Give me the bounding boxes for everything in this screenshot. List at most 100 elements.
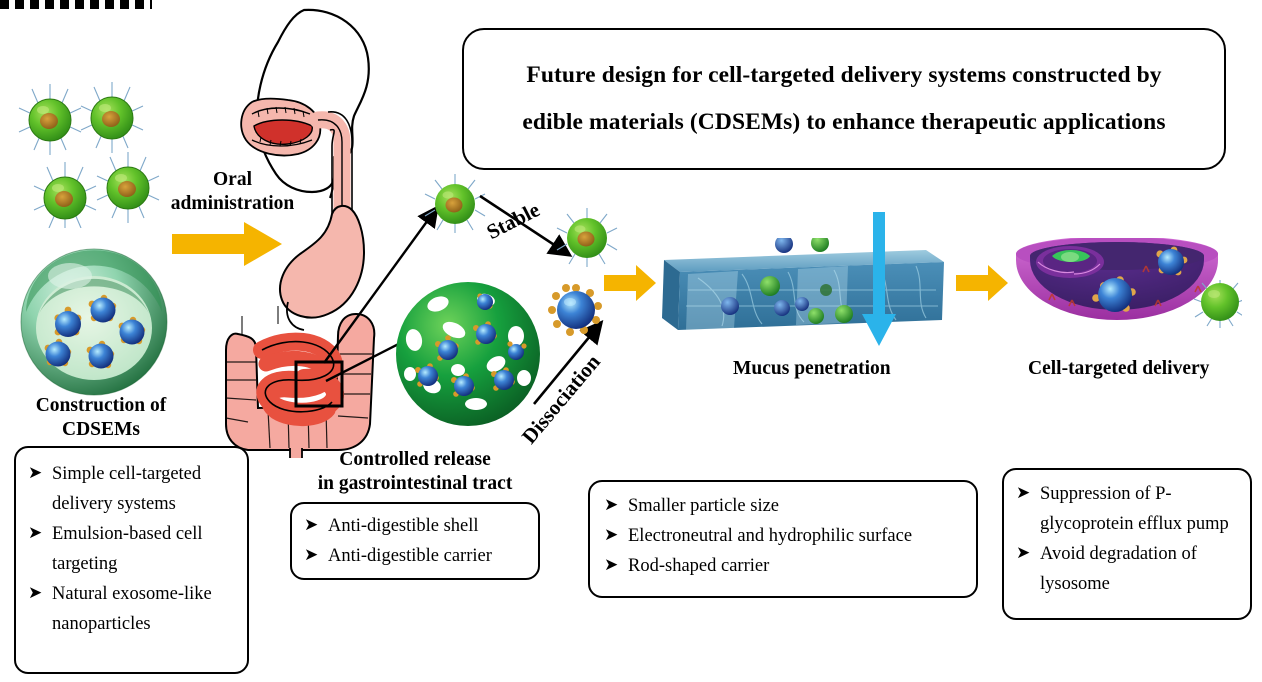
internalized-nanoparticle (1092, 276, 1136, 312)
triangle-bullet-icon: ➤ (304, 515, 319, 534)
list-item: ➤ Anti-digestible carrier (302, 542, 528, 572)
triangle-bullet-icon: ➤ (604, 524, 619, 544)
to-cell-arrow (956, 265, 1008, 301)
cell-targeted-delivery-label: Cell-targeted delivery (1028, 358, 1210, 379)
list-item-label: Smaller particle size (628, 496, 780, 516)
triangle-bullet-icon: ➤ (304, 544, 319, 564)
dissociating-carrier-sphere (396, 282, 540, 426)
oral-administration-line-1: Oral (213, 169, 252, 190)
nanoparticle (33, 162, 97, 228)
encapsulated-nanoparticle (435, 335, 459, 361)
stable-nanoparticle-lower (556, 208, 618, 267)
right-arrow-icon (956, 265, 1008, 301)
triangle-bullet-icon: ➤ (28, 582, 43, 602)
gastrointestinal-tract-illustration (225, 8, 376, 458)
triangle-bullet-icon: ➤ (1016, 542, 1031, 562)
list-item-label: Natural exosome-like nanoparticles (52, 583, 212, 634)
list-item: ➤ Natural exosome-like nanoparticles (26, 580, 237, 640)
controlled-release-line-2: in gastrointestinal tract (317, 472, 513, 494)
encapsulated-nanoparticle (473, 321, 497, 345)
list-item-label: Avoid degradation of lysosome (1040, 543, 1197, 594)
mucus-particle (721, 297, 739, 315)
list-item: ➤ Anti-digestible shell (302, 512, 528, 542)
controlled-release-line-1: Controlled release (339, 449, 491, 470)
oral-administration-line-2: administration (170, 192, 295, 214)
triangle-bullet-icon: ➤ (1016, 483, 1031, 502)
thin-arrow-icon (479, 194, 573, 257)
list-item-label: Emulsion-based cell targeting (52, 523, 203, 574)
list-item: ➤ Emulsion-based cell targeting (26, 520, 237, 580)
dissociation-arrow (532, 319, 604, 405)
oral-administration-label: Oral administration (150, 168, 315, 216)
cell-feature-box: ➤ Suppression of P-glycoprotein efflux p… (1002, 468, 1252, 620)
cell-nucleus (1036, 246, 1104, 278)
mucus-particle (775, 238, 793, 253)
list-item: ➤ Simple cell-targeted delivery systems (26, 460, 237, 520)
encapsulated-nanoparticle (88, 294, 117, 323)
encapsulated-nanoparticle (451, 373, 475, 397)
mucus-feature-list: ➤ Smaller particle size ➤ Electroneutral… (602, 492, 966, 582)
triangle-bullet-icon: ➤ (28, 522, 43, 542)
construction-feature-box: ➤ Simple cell-targeted delivery systems … (14, 446, 249, 674)
cdsem-sphere-illustration (20, 248, 168, 396)
mucus-particle (760, 276, 780, 296)
to-mucus-arrow (604, 265, 656, 301)
list-item-label: Rod-shaped carrier (628, 555, 770, 576)
controlled-release-feature-list: ➤ Anti-digestible shell ➤ Anti-digestibl… (302, 512, 528, 572)
list-item: ➤ Electroneutral and hydrophilic surface (602, 522, 966, 552)
mucus-feature-box: ➤ Smaller particle size ➤ Electroneutral… (588, 480, 978, 598)
down-arrow-icon (862, 212, 896, 346)
list-item: ➤ Rod-shaped carrier (602, 552, 966, 582)
nanoparticle (96, 152, 160, 223)
mucus-particle (835, 305, 853, 323)
encapsulated-nanoparticle (415, 363, 439, 387)
mucus-particle (811, 238, 829, 252)
list-item-label: Anti-digestible shell (328, 516, 479, 536)
list-item-label: Electroneutral and hydrophilic surface (628, 525, 913, 546)
thin-arrow-icon (532, 319, 604, 405)
construction-heading: Construction of CDSEMs (6, 394, 196, 442)
mucus-particle (820, 284, 832, 296)
mucus-layer-illustration (662, 238, 944, 330)
triangle-bullet-icon: ➤ (28, 463, 43, 482)
construction-heading-line-1: Construction of (35, 395, 167, 416)
cell-feature-list: ➤ Suppression of P-glycoprotein efflux p… (1014, 480, 1240, 600)
construction-heading-line-2: CDSEMs (61, 418, 140, 440)
encapsulated-nanoparticle (477, 293, 493, 310)
extracellular-nanoparticle (1193, 280, 1242, 328)
internalized-nanoparticle (1156, 246, 1188, 276)
encapsulated-nanoparticle (54, 306, 82, 337)
construction-feature-list: ➤ Simple cell-targeted delivery systems … (26, 460, 237, 640)
released-nanoparticle (548, 284, 602, 336)
stable-arrow (479, 194, 573, 257)
list-item-label: Anti-digestible carrier (328, 545, 492, 566)
encapsulated-nanoparticle (491, 367, 515, 391)
mucus-particle (808, 308, 824, 324)
free-nanoparticles-group (18, 82, 160, 228)
triangle-bullet-icon: ➤ (604, 554, 619, 574)
list-item: ➤ Suppression of P-glycoprotein efflux p… (1014, 480, 1240, 540)
title-line-2: edible materials (CDSEMs) to enhance the… (522, 109, 1166, 135)
title-text: Future design for cell-targeted delivery… (496, 52, 1191, 146)
controlled-release-feature-box: ➤ Anti-digestible shell ➤ Anti-digestibl… (290, 502, 540, 580)
encapsulated-nanoparticle (507, 341, 527, 360)
right-arrow-icon (604, 265, 656, 301)
list-item: ➤ Smaller particle size (602, 492, 966, 522)
list-item: ➤ Avoid degradation of lysosome (1014, 540, 1240, 600)
mucus-particle (774, 300, 790, 316)
list-item-label: Simple cell-targeted delivery systems (52, 464, 202, 514)
encapsulated-nanoparticle (44, 338, 72, 367)
encapsulated-nanoparticle (118, 316, 146, 345)
right-arrow-icon (172, 222, 282, 266)
controlled-release-heading: Controlled release in gastrointestinal t… (280, 448, 550, 496)
stable-nanoparticle-upper (424, 174, 486, 233)
oral-administration-arrow (172, 222, 282, 266)
dashed-divider (0, 0, 152, 9)
leader-line-upper (323, 205, 439, 364)
nanoparticle (18, 84, 82, 155)
target-cell-illustration (1016, 238, 1242, 328)
nanoparticle (80, 82, 144, 153)
mucus-penetration-label: Mucus penetration (733, 358, 891, 379)
list-item-label: Suppression of P-glycoprotein efflux pum… (1040, 484, 1229, 534)
title-banner: Future design for cell-targeted delivery… (462, 28, 1226, 170)
